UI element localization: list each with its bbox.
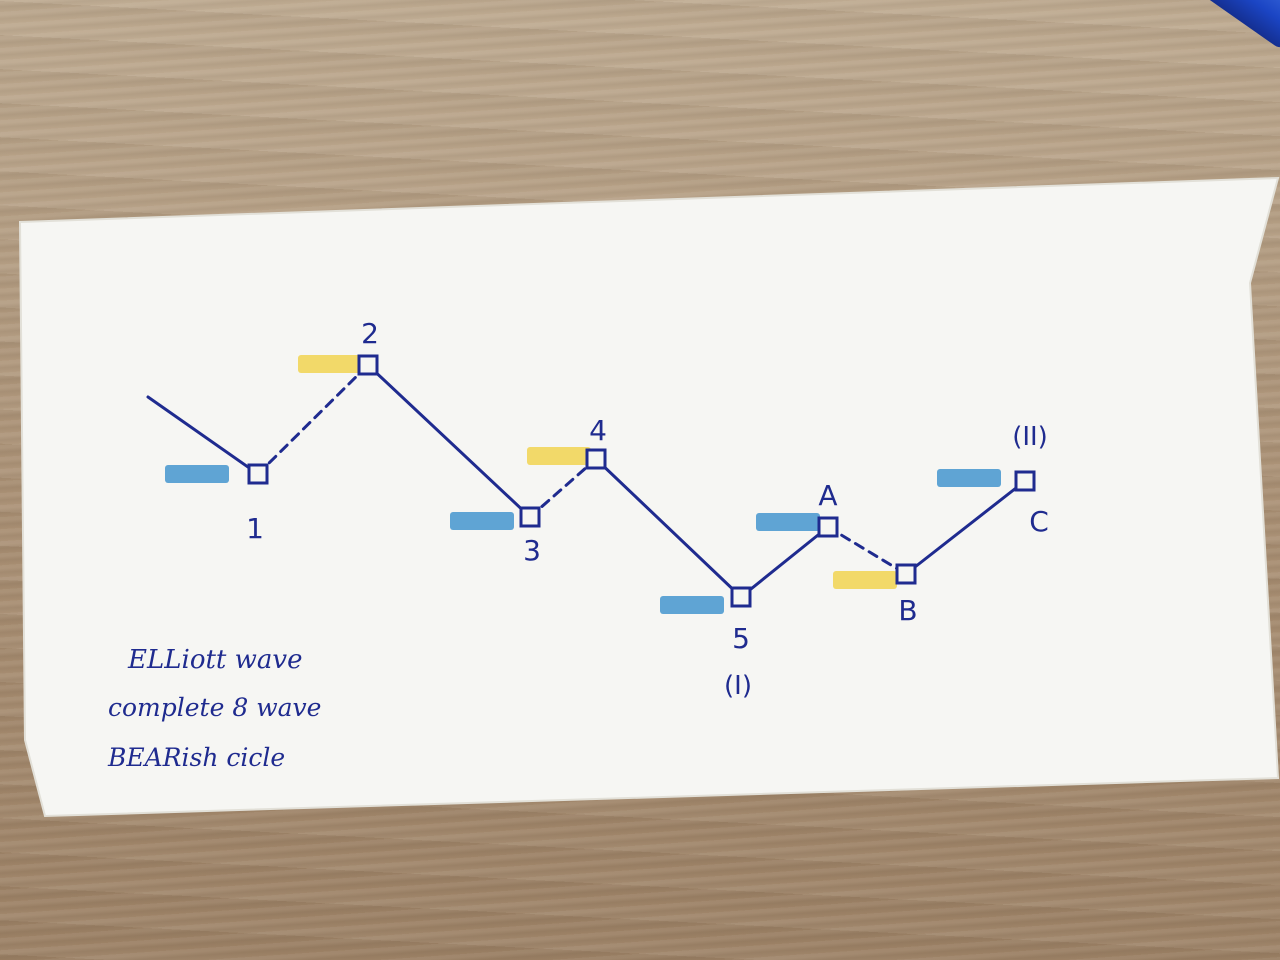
highlight-marker-C xyxy=(937,469,1001,487)
wave-segment-4-5 xyxy=(594,457,743,599)
highlight-marker-5 xyxy=(660,596,724,614)
wave-point-A xyxy=(817,516,839,538)
highlight-marker-2 xyxy=(298,355,362,373)
wave-label-B: B xyxy=(898,594,917,627)
wave-label-2: 2 xyxy=(361,317,379,350)
highlight-markers xyxy=(165,355,1001,614)
wave-sublabel-5: (I) xyxy=(724,671,752,701)
highlight-marker-B xyxy=(833,571,897,589)
wave-segment-B-C xyxy=(904,479,1027,576)
wave-segment-2-3 xyxy=(366,363,532,519)
highlight-marker-A xyxy=(756,513,820,531)
wave-segment-A-B xyxy=(826,525,908,576)
wave-label-5: 5 xyxy=(732,622,750,655)
wave-labels: 1 2 3 4 5 (I) A B C (II) xyxy=(246,317,1049,701)
wave-point-3 xyxy=(519,506,541,528)
wave-point-1 xyxy=(247,463,269,485)
wave-segment-1-2 xyxy=(256,363,370,476)
note-line-3: BEARish cicle xyxy=(107,743,285,772)
wave-point-C xyxy=(1014,470,1036,492)
wave-label-A: A xyxy=(818,479,837,512)
wave-label-4: 4 xyxy=(589,414,607,447)
wave-label-1: 1 xyxy=(246,512,264,545)
wave-lines xyxy=(146,363,1027,599)
note-line-2: complete 8 wave xyxy=(108,693,321,722)
paper-sheet xyxy=(18,176,1280,818)
wave-points xyxy=(247,354,1036,608)
wave-point-2 xyxy=(357,354,379,376)
wave-segment-5-A xyxy=(739,525,830,599)
highlight-marker-1 xyxy=(165,465,229,483)
wave-sublabel-C: (II) xyxy=(1012,422,1048,452)
wave-point-4 xyxy=(585,448,607,470)
note-line-1: ELLiott wave xyxy=(127,645,302,675)
wave-point-5 xyxy=(730,586,752,608)
wave-segment-3-4 xyxy=(528,457,598,519)
handwritten-note: ELLiott wave complete 8 wave BEARish cic… xyxy=(107,645,321,772)
highlight-marker-3 xyxy=(450,512,514,530)
wave-label-C: C xyxy=(1029,505,1049,538)
wave-segment-start-1 xyxy=(146,395,260,476)
wave-point-B xyxy=(895,563,917,585)
wave-label-3: 3 xyxy=(523,534,541,567)
highlight-marker-4 xyxy=(527,447,591,465)
